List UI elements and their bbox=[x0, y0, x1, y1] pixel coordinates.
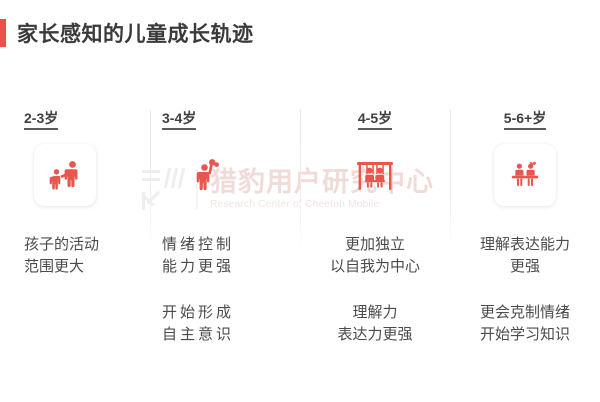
stage-text-primary: 情绪控制 能力更强 bbox=[162, 234, 300, 296]
age-label-wrap: 4-5岁 bbox=[300, 110, 450, 144]
children-at-desk-icon bbox=[511, 161, 539, 186]
stage-column-4-5: 4-5岁 bbox=[300, 110, 450, 402]
icon-tile bbox=[494, 144, 556, 206]
child-raising-hand-icon bbox=[196, 159, 219, 191]
text-line: 更会克制情绪 bbox=[479, 304, 570, 321]
stage-text-primary: 更加独立 以自我为中心 bbox=[300, 234, 450, 296]
stage-text-secondary: 更会克制情绪 开始学习知识 bbox=[450, 302, 600, 346]
icon-wrap bbox=[162, 144, 300, 218]
text-line: 理解表达能力 bbox=[479, 236, 570, 253]
title-accent-bar bbox=[0, 19, 6, 47]
age-label: 2-3岁 bbox=[24, 110, 59, 131]
text-line: 能力更强 bbox=[162, 257, 235, 275]
stage-text-secondary: 开始形成 自主意识 bbox=[162, 302, 300, 346]
icon-tile bbox=[34, 144, 96, 206]
page-title-text: 家长感知的儿童成长轨迹 bbox=[17, 23, 254, 46]
age-label-wrap: 2-3岁 bbox=[24, 110, 150, 144]
icon-wrap bbox=[300, 144, 450, 218]
text-line: 表达力更强 bbox=[337, 325, 413, 343]
stage-column-5-6: 5-6+岁 bbox=[450, 110, 600, 402]
stage-column-2-3: 2-3岁 孩子的活动 范围更大 bbox=[0, 110, 150, 402]
age-label-wrap: 3-4岁 bbox=[162, 110, 300, 144]
text-line: 开始学习知识 bbox=[479, 325, 570, 343]
icon-wrap bbox=[24, 144, 150, 218]
parent-child-walking-icon bbox=[49, 161, 78, 190]
column-divider bbox=[450, 110, 451, 250]
age-label-wrap: 5-6+岁 bbox=[450, 110, 600, 144]
stage-text-primary: 理解表达能力 更强 bbox=[450, 234, 600, 296]
column-divider bbox=[300, 110, 301, 250]
age-label: 3-4岁 bbox=[162, 110, 197, 131]
text-line: 情绪控制 bbox=[162, 236, 235, 253]
page-title: 家长感知的儿童成长轨迹 bbox=[0, 18, 254, 48]
text-line: 以自我为中心 bbox=[329, 257, 420, 275]
text-line: 更强 bbox=[509, 257, 540, 275]
stage-column-3-4: 3-4岁 情绪控制 能力更强 开始形成 自主意识 bbox=[150, 110, 300, 402]
text-line: 范围更大 bbox=[24, 257, 85, 275]
children-on-swings-icon bbox=[357, 162, 393, 190]
text-line: 更加独立 bbox=[344, 236, 405, 253]
text-line: 开始形成 bbox=[162, 304, 235, 321]
stage-text-primary: 孩子的活动 范围更大 bbox=[24, 234, 150, 296]
icon-tile bbox=[344, 144, 406, 206]
icon-tile bbox=[176, 144, 238, 206]
column-divider bbox=[150, 110, 151, 250]
age-label: 4-5岁 bbox=[357, 110, 393, 131]
timeline-columns: 2-3岁 孩子的活动 范围更大 bbox=[0, 110, 600, 402]
icon-wrap bbox=[450, 144, 600, 218]
text-line: 理解力 bbox=[352, 304, 398, 321]
text-line: 孩子的活动 bbox=[24, 236, 100, 253]
text-line: 自主意识 bbox=[162, 325, 235, 343]
stage-text-secondary: 理解力 表达力更强 bbox=[300, 302, 450, 346]
age-label: 5-6+岁 bbox=[503, 110, 547, 131]
